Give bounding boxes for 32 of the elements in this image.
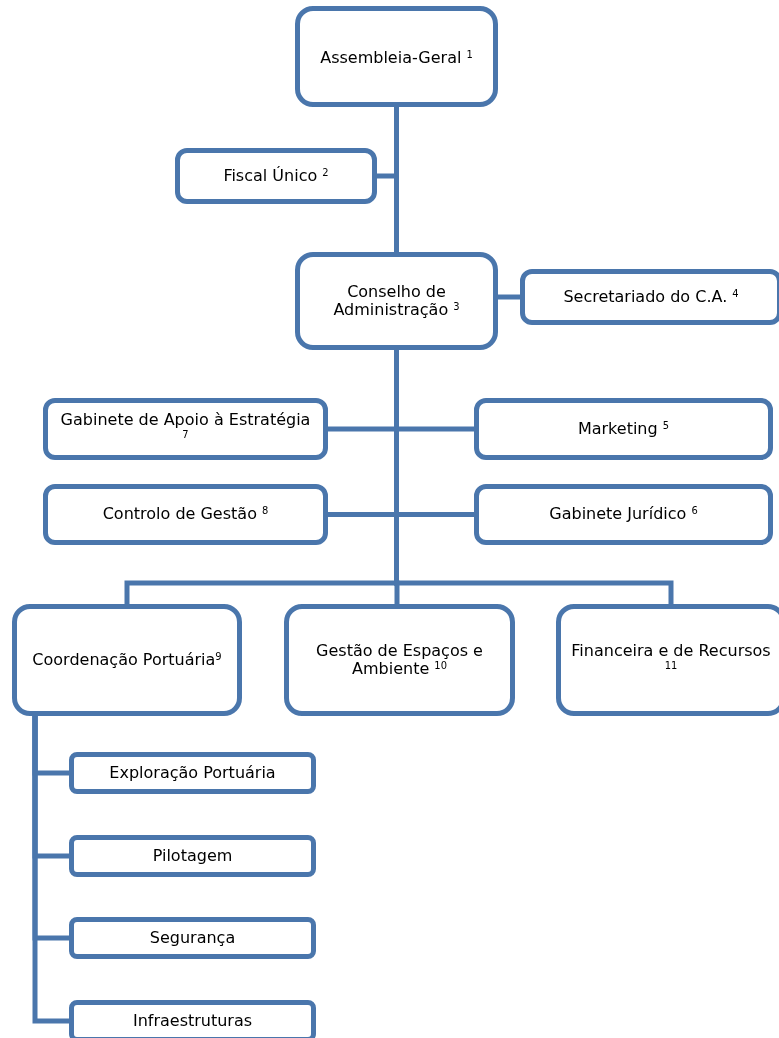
org-unit-box	[284, 604, 515, 716]
unit-name: Controlo de Gestão $^{8}$	[102, 505, 269, 524]
connector-line	[394, 350, 674, 604]
unit-name: Fiscal Único $^{2}$	[223, 166, 329, 186]
connector-line	[32, 716, 69, 1024]
org-unit-box	[43, 484, 328, 545]
unit-name: Assembleia-Geral $^{1}$	[320, 49, 473, 68]
org-unit-box	[175, 148, 377, 204]
org-unit-box	[12, 604, 242, 716]
unit-name: Secretariado do C.A. $^{4}$	[563, 287, 739, 307]
unit-name: Infraestruturas	[132, 1011, 253, 1031]
unit-name: Exploração Portuária	[109, 763, 276, 783]
org-unit-box	[69, 835, 316, 877]
org-unit-box	[556, 604, 779, 716]
org-unit-box	[43, 398, 328, 460]
unit-name: Pilotagem	[152, 846, 233, 866]
org-unit-box	[295, 252, 498, 350]
unit-name: Marketing $^{5}$	[577, 419, 670, 439]
connector-line	[394, 107, 399, 252]
org-unit-box	[295, 6, 498, 107]
unit-name: Gestão de Espaços e Ambiente $^{10}$	[315, 641, 484, 679]
org-unit-box	[474, 484, 773, 545]
org-unit-box	[69, 1000, 316, 1038]
org-unit-box	[520, 269, 779, 325]
unit-name: Gabinete Jurídico $^{6}$	[549, 505, 698, 524]
org-unit-box	[69, 917, 316, 959]
unit-name: Coordenação Portuária$^{9}$	[32, 650, 222, 670]
org-unit-box	[474, 398, 773, 460]
unit-name: Conselho de Administração $^{3}$	[332, 282, 461, 320]
connector-line	[498, 294, 520, 300]
unit-name: Segurança	[149, 928, 236, 948]
org-unit-box	[69, 752, 316, 794]
